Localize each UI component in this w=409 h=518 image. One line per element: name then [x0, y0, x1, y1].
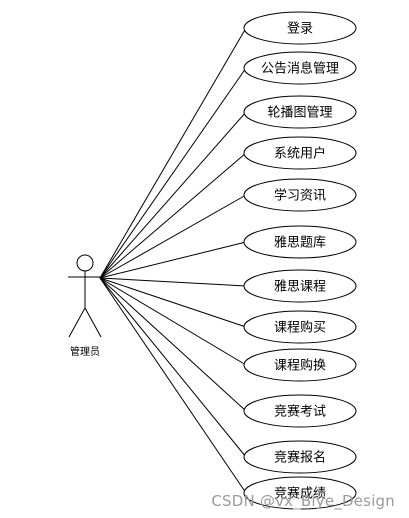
use-case-7-label: 雅思课程 — [274, 280, 326, 295]
use-case-10-ellipse — [243, 394, 357, 428]
use-case-3-ellipse — [243, 95, 357, 129]
association-line-3 — [99, 111, 247, 279]
use-case-group: 登录公告消息管理轮播图管理系统用户学习资讯雅思题库雅思课程课程购买课程购换竞赛考… — [243, 11, 357, 510]
use-case-2: 公告消息管理 — [243, 51, 357, 85]
use-case-1-ellipse — [243, 11, 357, 45]
association-line-10 — [99, 277, 247, 412]
use-case-2-ellipse — [243, 51, 357, 85]
association-line-4 — [99, 152, 247, 279]
use-case-4: 系统用户 — [243, 136, 357, 170]
use-case-9: 课程购换 — [243, 348, 357, 382]
use-case-9-ellipse — [243, 348, 357, 382]
use-case-10-label: 竞赛考试 — [274, 404, 326, 420]
use-case-3: 轮播图管理 — [243, 95, 357, 129]
association-line-6 — [99, 241, 247, 279]
use-case-6: 雅思题库 — [243, 225, 357, 259]
use-case-8-ellipse — [243, 310, 357, 344]
use-case-7: 雅思课程 — [243, 269, 357, 303]
actor-figure — [68, 254, 102, 338]
association-line-2 — [99, 67, 247, 279]
association-line-7 — [99, 277, 247, 287]
use-case-8-label: 课程购买 — [274, 320, 326, 336]
use-case-6-label: 雅思题库 — [274, 235, 326, 251]
use-case-5-ellipse — [243, 178, 357, 212]
use-case-7-ellipse — [243, 269, 357, 303]
use-case-3-label: 轮播图管理 — [267, 106, 332, 121]
association-line-11 — [99, 277, 247, 458]
association-line-1 — [99, 27, 247, 279]
association-lines — [99, 27, 247, 494]
association-line-9 — [99, 277, 247, 366]
use-case-1-label: 登录 — [287, 22, 313, 37]
use-case-11: 竞赛报名 — [243, 440, 357, 474]
actor-left-leg — [68, 307, 86, 338]
use-case-11-label: 竞赛报名 — [274, 450, 326, 466]
use-case-1: 登录 — [243, 11, 357, 45]
use-case-12-ellipse — [243, 476, 357, 510]
use-case-12-label: 竞赛成绩 — [274, 486, 326, 502]
actor-right-leg — [84, 307, 102, 338]
use-case-4-ellipse — [243, 136, 357, 170]
actor-head — [76, 254, 94, 272]
use-case-5: 学习资讯 — [243, 178, 357, 212]
actor-label: 管理员 — [70, 345, 100, 358]
use-case-8: 课程购买 — [243, 310, 357, 344]
association-line-5 — [99, 194, 247, 279]
use-case-9-label: 课程购换 — [274, 358, 326, 374]
use-case-11-ellipse — [243, 440, 357, 474]
watermark: CSDN @vx_Biye_Design — [211, 492, 395, 510]
use-case-5-label: 学习资讯 — [274, 188, 326, 204]
association-line-8 — [99, 277, 247, 328]
use-case-2-label: 公告消息管理 — [261, 61, 339, 77]
use-case-10: 竞赛考试 — [243, 394, 357, 428]
association-line-12 — [99, 277, 247, 494]
use-case-4-label: 系统用户 — [274, 146, 326, 162]
use-case-6-ellipse — [243, 225, 357, 259]
use-case-12: 竞赛成绩 — [243, 476, 357, 510]
